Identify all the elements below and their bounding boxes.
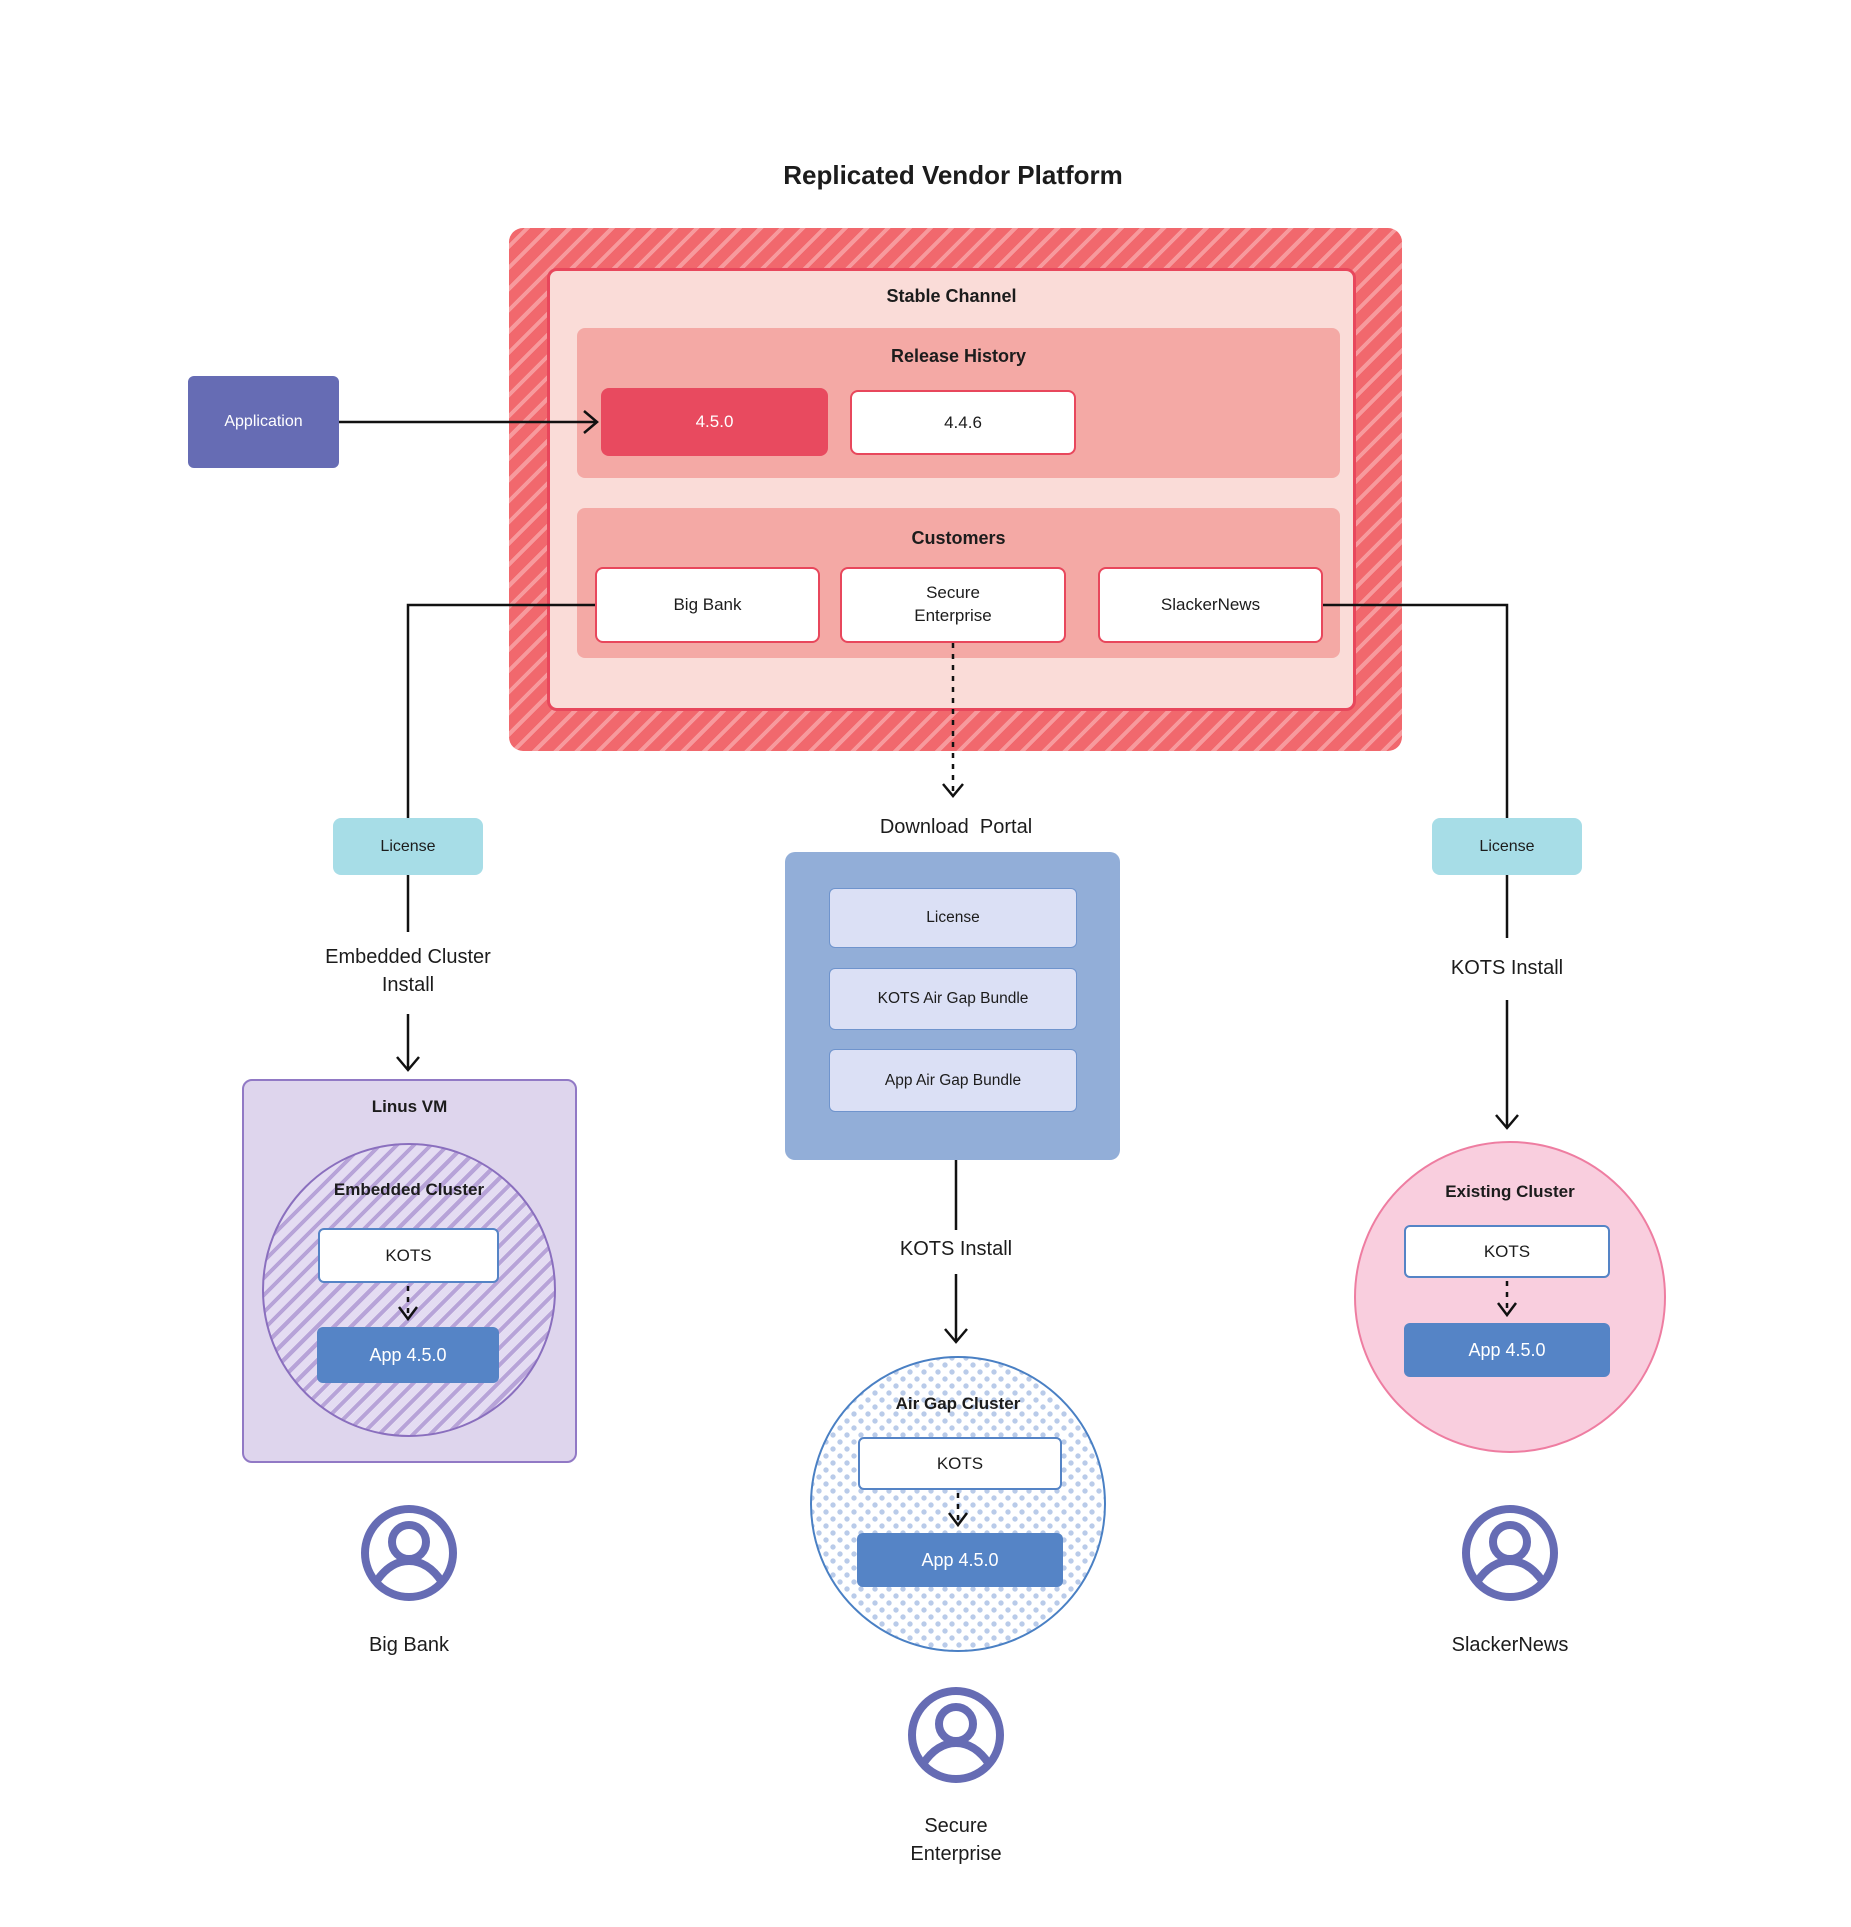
arrow-install-to-linus-vm bbox=[396, 1014, 420, 1072]
embedded-cluster-label: Embedded Cluster bbox=[333, 1180, 485, 1199]
user-icon bbox=[908, 1687, 1004, 1783]
arrow-kots-install-to-air-gap-cluster bbox=[944, 1274, 968, 1344]
portal-item-app-airgap-bundle: App Air Gap Bundle bbox=[829, 1049, 1077, 1112]
customer-slackernews: SlackerNews bbox=[1098, 567, 1323, 643]
release-version-previous: 4.4.6 bbox=[850, 390, 1076, 455]
portal-item-kots-airgap-bundle: KOTS Air Gap Bundle bbox=[829, 968, 1077, 1030]
kots-box-secure-enterprise: KOTS bbox=[858, 1437, 1062, 1490]
big-bank-user-icon bbox=[359, 1503, 459, 1603]
release-history-label: Release History bbox=[890, 345, 1027, 366]
customer-slackernews-label: SlackerNews bbox=[1160, 594, 1261, 614]
existing-cluster-label: Existing Cluster bbox=[1445, 1182, 1575, 1201]
air-gap-cluster-circle bbox=[810, 1356, 1106, 1652]
customer-secure-enterprise-label: Secure Enterprise bbox=[914, 583, 992, 625]
secure-enterprise-user-icon bbox=[906, 1685, 1006, 1785]
customer-big-bank-label: Big Bank bbox=[673, 594, 742, 614]
customer-secure-enterprise: Secure Enterprise bbox=[840, 567, 1066, 643]
app-box-big-bank: App 4.5.0 bbox=[317, 1327, 499, 1383]
customers-label: Customers bbox=[911, 527, 1006, 548]
customer-big-bank: Big Bank bbox=[595, 567, 820, 643]
license-box-slackernews: License bbox=[1432, 818, 1582, 875]
big-bank-persona-label: Big Bank bbox=[368, 1634, 450, 1656]
kots-install-label-middle: KOTS Install bbox=[899, 1238, 1013, 1260]
stable-channel-label: Stable Channel bbox=[886, 285, 1017, 306]
existing-cluster-circle bbox=[1354, 1141, 1666, 1453]
slackernews-persona-label: SlackerNews bbox=[1451, 1634, 1569, 1656]
application-box: Application bbox=[188, 376, 339, 468]
kots-install-label-right: KOTS Install bbox=[1450, 957, 1564, 979]
secure-enterprise-persona-label: Secure Enterprise bbox=[910, 1815, 1002, 1865]
page-title: Replicated Vendor Platform bbox=[783, 159, 1123, 190]
app-box-slackernews: App 4.5.0 bbox=[1404, 1323, 1610, 1377]
app-box-secure-enterprise: App 4.5.0 bbox=[857, 1533, 1063, 1587]
portal-item-license: License bbox=[829, 888, 1077, 948]
air-gap-cluster-label: Air Gap Cluster bbox=[895, 1394, 1021, 1413]
kots-box-slackernews: KOTS bbox=[1404, 1225, 1610, 1278]
kots-box-big-bank: KOTS bbox=[318, 1228, 499, 1283]
linus-vm-label: Linus VM bbox=[371, 1097, 448, 1116]
download-portal-label: Download Portal bbox=[879, 816, 1033, 838]
embedded-cluster-install-label: Embedded Cluster Install bbox=[325, 946, 491, 996]
license-box-big-bank: License bbox=[333, 818, 483, 875]
release-version-current: 4.5.0 bbox=[601, 388, 828, 456]
arrow-kots-install-to-existing-cluster bbox=[1495, 1000, 1519, 1130]
slackernews-user-icon bbox=[1460, 1503, 1560, 1603]
user-icon bbox=[361, 1505, 457, 1601]
user-icon bbox=[1462, 1505, 1558, 1601]
